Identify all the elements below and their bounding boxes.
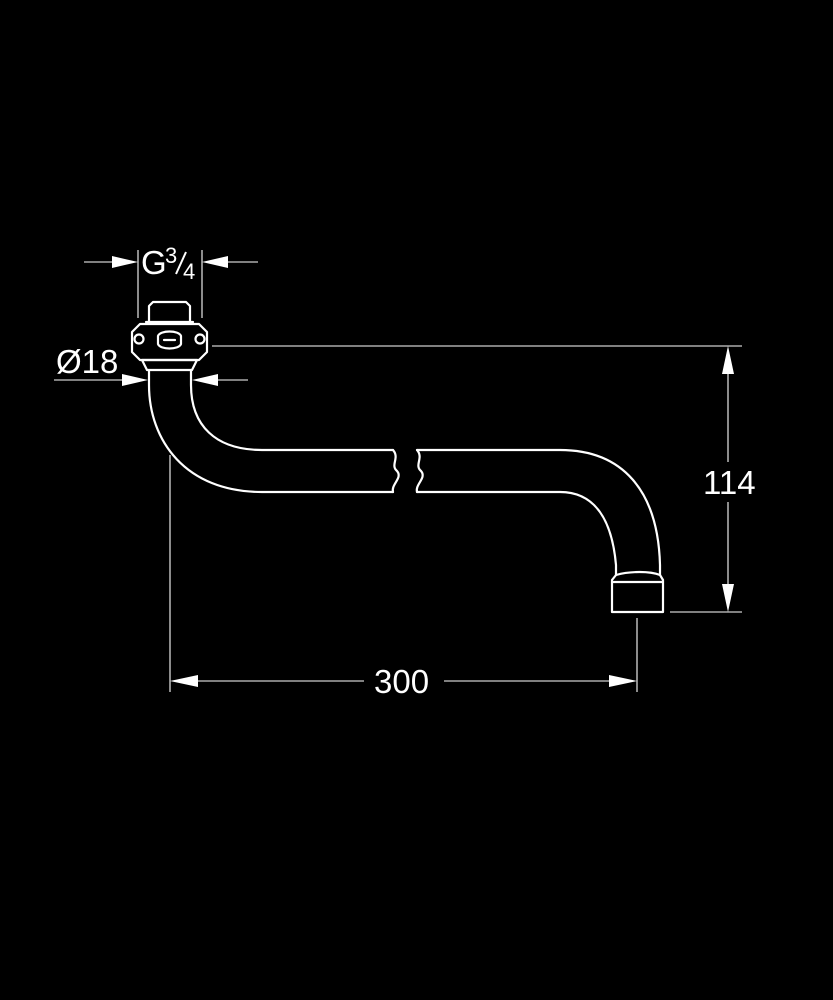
hex-nut-lower-band [140,358,199,372]
spout-inner-contour-right [415,490,618,577]
spout-outer-contour-left [147,368,395,494]
dimension-length: 300 [170,663,637,700]
thread-numerator-label: 3 [165,243,177,268]
diameter-label: Ø18 [56,343,118,380]
dimension-diameter: Ø18 [54,343,248,386]
dimension-thread: G 3 4 [84,243,258,284]
thread-letter-label: G [141,244,167,281]
hex-nut [130,322,209,362]
thread-arrow-right [202,256,228,268]
spout-inner-contour-left [189,368,395,452]
nut-center-lug [156,330,183,350]
nut-rivet-left [133,333,145,345]
spout-outer-contour-right [415,448,662,577]
length-arrow-left [170,675,198,687]
break-line-right [415,448,424,494]
thread-arrow-left [112,256,138,268]
thread-stub [147,300,192,324]
extension-lines [137,250,742,692]
dimension-height: 114 [700,346,756,612]
height-arrow-bottom [722,584,734,612]
thread-fraction-bar [175,251,187,275]
height-arrow-top [722,346,734,374]
diameter-arrow-right [192,374,218,386]
spout-body [147,368,665,614]
length-arrow-right [609,675,637,687]
connector-fitting [130,300,209,372]
outlet-collar [610,570,665,614]
break-line-left [391,448,400,494]
length-label: 300 [374,663,429,700]
height-label: 114 [703,464,756,501]
thread-denominator-label: 4 [183,259,195,284]
diameter-arrow-left [122,374,148,386]
nut-rivet-right [194,333,206,345]
height-label-gap [700,462,756,502]
